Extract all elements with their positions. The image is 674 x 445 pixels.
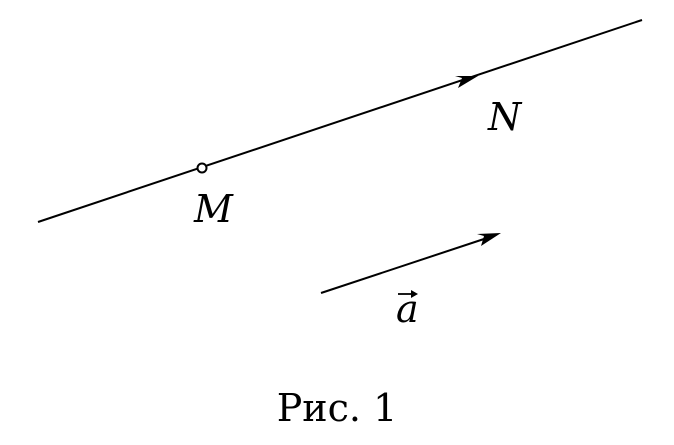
line-mn <box>37 19 643 223</box>
point-n-label: N <box>487 95 523 139</box>
vector-a-label-group: a <box>396 287 419 331</box>
point-m-marker <box>196 162 208 174</box>
figure-caption: Рис. 1 <box>277 386 398 430</box>
vector-a <box>320 233 501 294</box>
line-direction-arrow-icon <box>455 76 478 88</box>
line-mn-segment <box>37 19 643 223</box>
point-m-label: M <box>193 187 234 231</box>
vector-a-arrowhead-icon <box>477 233 501 246</box>
vector-a-shaft <box>320 236 491 294</box>
vector-accent-arrow-icon <box>398 290 418 298</box>
vector-a-label: a <box>396 287 419 331</box>
